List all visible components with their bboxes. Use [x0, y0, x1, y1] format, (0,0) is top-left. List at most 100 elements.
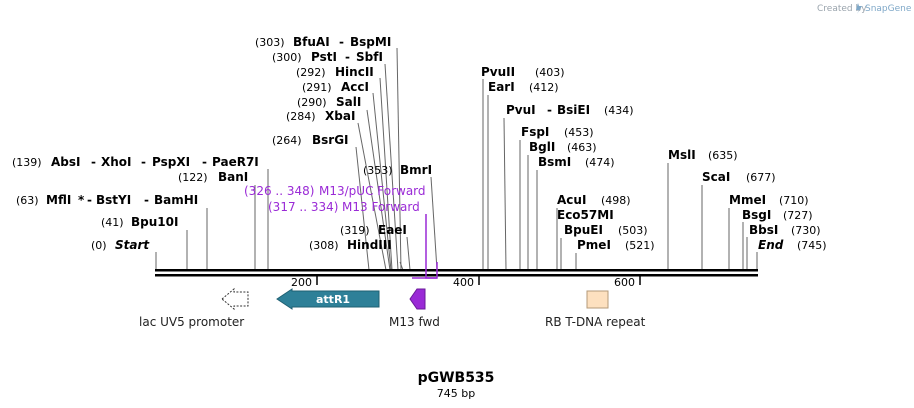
site-fspi-name: FspI — [521, 125, 549, 139]
site-leader-lines — [155, 47, 758, 271]
feature-m13fwd-label: M13 fwd — [389, 315, 440, 329]
backbone-top-strand — [155, 269, 758, 272]
site-xbai-name: XbaI — [325, 109, 355, 123]
site-bsgi-pos: (727) — [783, 209, 813, 222]
site-bsrgi-pos: (264) — [272, 134, 302, 147]
leader-sali — [366, 109, 391, 271]
svg-text:-: - — [87, 193, 92, 207]
ruler: 200 400 600 — [291, 276, 641, 289]
site-mfli-pos: (63) — [16, 194, 39, 207]
site-pmei-pos: (521) — [625, 239, 655, 252]
site-bamhi-name: BamHI — [154, 193, 198, 207]
site-paer7i-name: PaeR7I — [212, 155, 259, 169]
site-xhoi-name: XhoI — [101, 155, 132, 169]
site-eari-pos: (412) — [529, 81, 559, 94]
features: lac UV5 promoter attR1 M13 fwd RB T-DNA … — [139, 287, 646, 329]
site-bani-name: BanI — [218, 170, 248, 184]
site-bmri-pos: (353) — [363, 164, 393, 177]
feature-rb-repeat-box — [586, 290, 609, 309]
site-pvui-pos: (434) — [604, 104, 634, 117]
site-acui-pos: (498) — [601, 194, 631, 207]
site-bsmi-pos: (474) — [585, 156, 615, 169]
svg-text:-: - — [91, 155, 96, 169]
backbone-bottom-strand — [155, 274, 758, 277]
leader-psti — [384, 63, 399, 271]
site-bpu10i-pos: (41) — [101, 216, 124, 229]
primer-labels: (326 .. 348) M13/pUC Forward (317 .. 334… — [244, 184, 426, 214]
feature-lacuv5-label: lac UV5 promoter — [139, 315, 244, 329]
site-hincii-name: HincII — [335, 65, 374, 79]
tick-label-600: 600 — [614, 276, 635, 289]
snapgene-logo-icon — [856, 3, 862, 14]
primer-m13puc-name: M13/pUC Forward — [319, 184, 426, 198]
leader-eaei — [406, 236, 411, 271]
svg-text:-: - — [547, 103, 552, 117]
site-bpu10i-name: Bpu10I — [131, 215, 178, 229]
site-scai-name: ScaI — [702, 170, 730, 184]
feature-m13fwd-arrow — [409, 288, 426, 310]
site-acui-name: AcuI — [557, 193, 586, 207]
tick-label-400: 400 — [453, 276, 474, 289]
site-absi-pos: (139) — [12, 156, 42, 169]
site-bbsi-name: BbsI — [749, 223, 778, 237]
tick-label-200: 200 — [291, 276, 312, 289]
site-mmei-pos: (710) — [779, 194, 809, 207]
leader-xbai — [357, 122, 387, 271]
site-labels-mcs: (303) BfuAI - BspMI (300) PstI - SbfI (2… — [255, 35, 432, 252]
svg-text:-: - — [141, 155, 146, 169]
site-psti-pos: (300) — [272, 51, 302, 64]
site-start-name: Start — [115, 238, 150, 252]
leader-bmri — [430, 176, 438, 271]
site-hincii-pos: (292) — [296, 66, 326, 79]
sequence-backbone — [155, 269, 758, 277]
site-msli-name: MslI — [668, 148, 696, 162]
site-bpuei-name: BpuEI — [564, 223, 603, 237]
site-bbsi-pos: (730) — [791, 224, 821, 237]
site-bgli-name: BglI — [529, 140, 555, 154]
site-scai-pos: (677) — [746, 171, 776, 184]
site-psti-name: PstI — [311, 50, 337, 64]
site-pvuii-name: PvuII — [481, 65, 515, 79]
site-sali-name: SalI — [336, 95, 361, 109]
site-bsrgi-name: BsrGI — [312, 133, 349, 147]
site-bsgi-name: BsgI — [742, 208, 771, 222]
site-end-pos: (745) — [797, 239, 827, 252]
site-pvui-name: PvuI — [506, 103, 536, 117]
site-pvuii-pos: (403) — [535, 66, 565, 79]
site-acci-name: AccI — [341, 80, 369, 94]
site-start-pos: (0) — [91, 239, 107, 252]
plasmid-title: pGWB535 — [418, 370, 495, 386]
feature-attr1-label: attR1 — [316, 293, 350, 306]
site-fspi-pos: (453) — [564, 126, 594, 139]
primer-brackets — [412, 214, 438, 279]
site-bfuai-pos: (303) — [255, 36, 285, 49]
svg-text:-: - — [144, 193, 149, 207]
site-mfli-mark: * — [78, 193, 85, 207]
feature-lacuv5-arrow — [221, 287, 249, 311]
svg-text:-: - — [339, 35, 344, 49]
site-mmei-name: MmeI — [729, 193, 766, 207]
site-bfuai-name: BfuAI — [293, 35, 330, 49]
site-bstyi-name: BstYI — [96, 193, 131, 207]
primer-m13puc-range: (326 .. 348) — [244, 184, 314, 198]
leader-pvui — [503, 117, 507, 271]
site-pmei-name: PmeI — [577, 238, 611, 252]
site-bani-pos: (122) — [178, 171, 208, 184]
site-hindiii-name: HindIII — [347, 238, 392, 252]
site-bpuei-pos: (503) — [618, 224, 648, 237]
site-end-name: End — [758, 238, 784, 252]
site-bspmi-name: BspMI — [350, 35, 391, 49]
site-mfli-name: MflI — [46, 193, 71, 207]
site-pspxi-name: PspXI — [152, 155, 190, 169]
site-bsiei-name: BsiEI — [557, 103, 590, 117]
site-hindiii-pos: (308) — [309, 239, 339, 252]
svg-text:-: - — [202, 155, 207, 169]
site-acci-pos: (291) — [302, 81, 332, 94]
leader-hindiii — [399, 261, 404, 271]
site-absi-name: AbsI — [51, 155, 80, 169]
primer-m13-range: (317 .. 334) — [268, 200, 338, 214]
leader-hincii — [379, 77, 393, 271]
site-bmri-name: BmrI — [400, 163, 432, 177]
site-eaei-name: EaeI — [378, 223, 407, 237]
